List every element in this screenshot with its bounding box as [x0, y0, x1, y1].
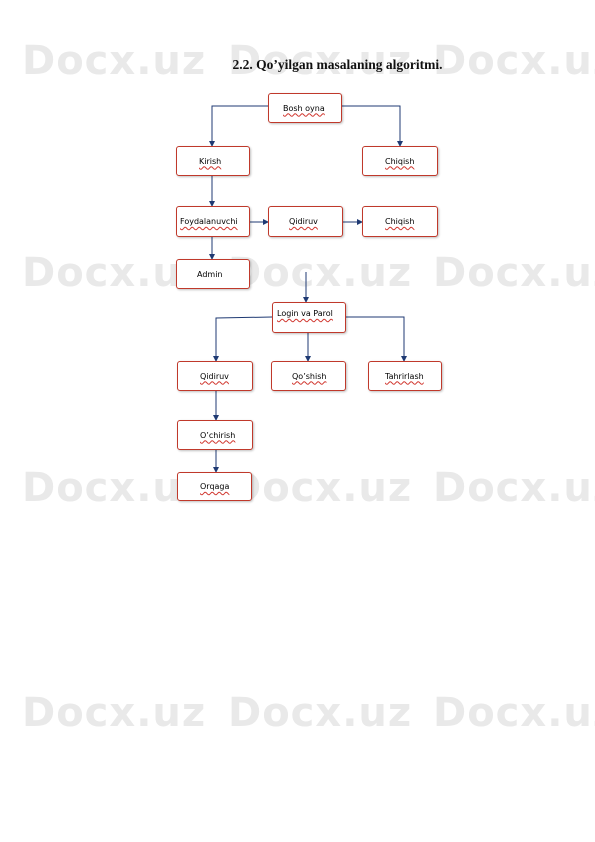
- node-label: Chiqish: [385, 156, 415, 166]
- watermark: Docx.uz: [22, 38, 207, 84]
- node-admin: Admin: [176, 259, 250, 289]
- node-ochirish: O’chirish: [177, 420, 253, 450]
- node-label: Chiqish: [385, 217, 415, 226]
- node-label: Qidiruv: [289, 217, 318, 226]
- watermark: Docx.uz: [433, 250, 595, 296]
- node-chiqish-mid: Chiqish: [362, 206, 438, 237]
- node-qoshish: Qo’shish: [271, 361, 346, 391]
- connector-login-tahrirlash: [346, 316, 407, 362]
- node-label: Qidiruv: [200, 371, 229, 381]
- node-label: Login va Parol: [277, 309, 333, 318]
- watermark: Docx.uz: [433, 465, 595, 511]
- watermark: Docx.uz: [22, 250, 207, 296]
- node-qidiruv: Qidiruv: [177, 361, 253, 391]
- connector-bosh-kirish: [209, 105, 268, 147]
- node-label: Kirish: [199, 156, 222, 166]
- node-kirish: Kirish: [176, 146, 250, 176]
- watermark: Docx.uz: [22, 690, 207, 736]
- node-label: Tahrirlash: [385, 371, 424, 381]
- node-label: Qo’shish: [292, 371, 327, 381]
- watermark: Docx.uz: [22, 465, 207, 511]
- watermark: Docx.uz: [433, 690, 595, 736]
- node-foydalanuvchi: Foydalanuvchi: [176, 206, 250, 237]
- node-orqaga: Orqaga: [177, 472, 252, 501]
- node-label: Bosh oyna: [283, 103, 325, 113]
- watermark: Docx.uz: [228, 465, 413, 511]
- node-bosh-oyna: Bosh oyna: [268, 93, 342, 123]
- watermark: Docx.uz: [228, 250, 413, 296]
- node-login-parol: Login va Parol: [272, 302, 346, 333]
- watermark: Docx.uz: [228, 38, 413, 84]
- node-chiqish-top: Chiqish: [362, 146, 438, 176]
- section-heading: 2.2. Qo’yilgan masalaning algoritmi.: [232, 57, 443, 72]
- watermark: Docx.uz: [433, 38, 595, 84]
- node-tahrirlash: Tahrirlash: [368, 361, 442, 391]
- node-label: Admin: [197, 269, 223, 279]
- node-label: Orqaga: [200, 482, 230, 491]
- connector-bosh-chiqish: [341, 105, 403, 147]
- node-label: Foydalanuvchi: [180, 217, 238, 226]
- connector-login-qidiruv: [213, 316, 273, 362]
- node-qidiruv-top: Qidiruv: [268, 206, 343, 237]
- watermark: Docx.uz: [228, 690, 413, 736]
- node-label: O’chirish: [200, 430, 236, 440]
